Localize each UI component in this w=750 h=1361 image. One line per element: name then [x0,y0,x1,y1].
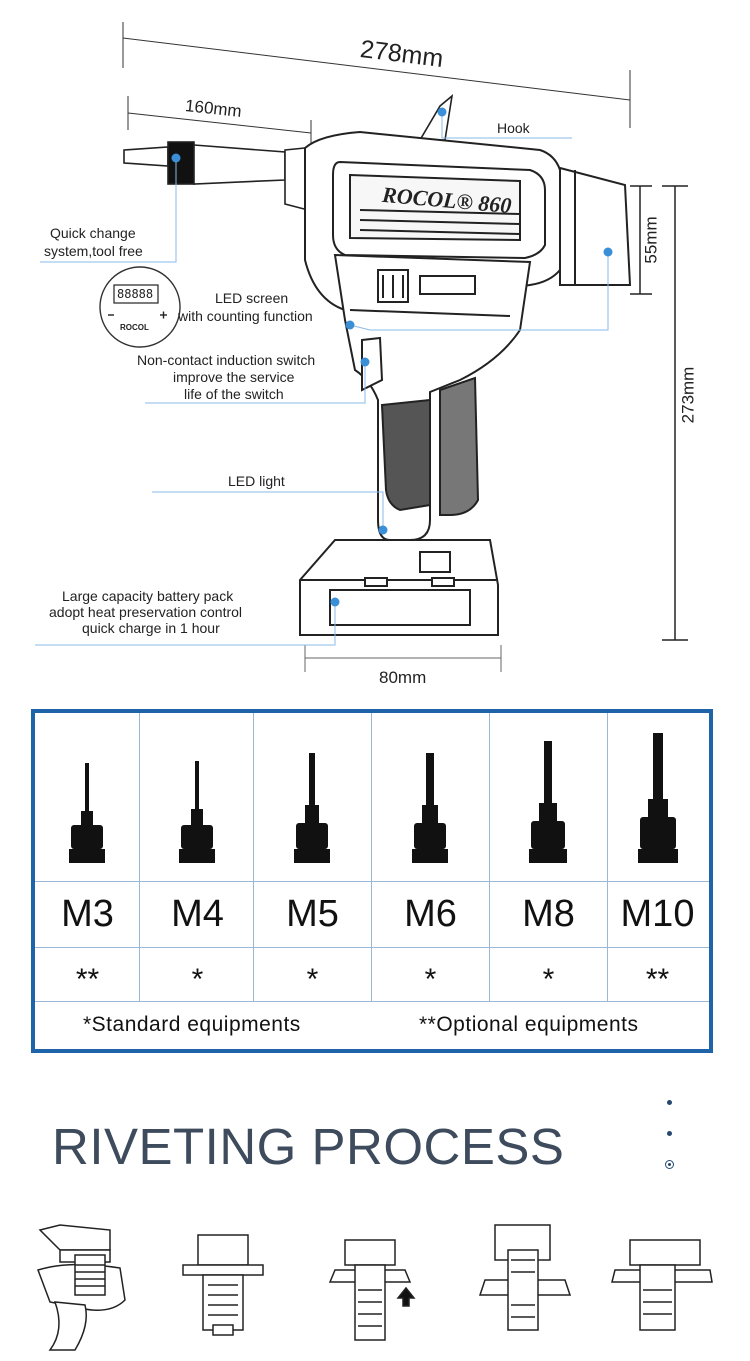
tool-grip [333,253,532,541]
col-divider [253,713,254,1001]
led-light-label: LED light [228,473,285,489]
nosepiece-images [69,733,678,863]
hook-label: Hook [497,120,530,136]
equipment-mark: * [306,963,319,996]
accessory-table: M3 M4 M5 M6 M8 M10 ** * * * * ** *Standa… [31,709,713,1053]
row-divider [35,947,709,948]
tool-diagram: ROCOL® 860 [35,22,688,672]
battery-pack [299,539,499,636]
display-brand: ROCOL [120,323,149,332]
size-label: M6 [404,893,457,935]
size-label: M5 [286,893,339,935]
callout-dots [171,107,613,607]
release-icon [611,1239,713,1331]
carousel-dot[interactable] [667,1131,672,1136]
callout-lines [35,112,609,646]
equipment-mark: * [542,963,555,996]
size-label: M8 [522,893,575,935]
size-label: M4 [171,893,224,935]
compress-nut-icon [478,1224,572,1331]
size-label: M3 [61,893,114,935]
carousel-dot-active[interactable] [665,1160,674,1169]
col-divider [607,713,608,1001]
dimension-80 [304,645,502,672]
equipment-mark: ** [645,963,670,996]
battery-label-1: Large capacity battery pack [62,588,234,604]
row-divider [35,1001,709,1002]
led-screen-label-1: LED screen [215,290,289,306]
accessory-grid: M3 M4 M5 M6 M8 M10 ** * * * * ** *Standa… [35,713,709,1049]
equipment-mark: * [191,963,204,996]
nosepiece-m4-icon [179,761,215,863]
display-digits: 88888 [117,287,154,301]
led-screen-label-2: with counting function [178,308,313,324]
dimension-273 [662,185,688,641]
section-title: RIVETING PROCESS [52,1118,565,1175]
carousel-dot[interactable] [667,1100,672,1105]
battery-label-3: quick charge in 1 hour [82,620,220,636]
dimension-278 [122,22,631,128]
counter-display-icon [99,266,181,348]
tool-nose [123,141,309,212]
legend-optional: **Optional equipments [419,1013,639,1036]
col-divider [139,713,140,1001]
dimension-55 [630,185,652,295]
dimension-273-label: 273mm [678,366,698,424]
nosepiece-m8-icon [529,741,567,863]
size-label: M10 [620,893,695,935]
battery-label-2: adopt heat preservation control [49,604,243,620]
switch-label-3: life of the switch [184,386,284,402]
pull-up-icon [328,1239,416,1341]
nosepiece-m6-icon [412,753,448,863]
dimension-55-label: 55mm [641,216,661,264]
legend-standard: *Standard equipments [83,1013,301,1036]
insert-nut-icon [182,1234,264,1336]
thread-nut-icon [37,1224,126,1351]
process-steps [37,1224,713,1351]
row-divider [35,881,709,882]
switch-label-2: improve the service [173,369,295,385]
col-divider [371,713,372,1001]
col-divider [489,713,490,1001]
quick-change-label-2: system,tool free [44,243,143,259]
nosepiece-m5-icon [294,753,330,863]
nosepiece-m10-icon [638,733,678,863]
equipment-mark: ** [75,963,100,996]
dimension-80-label: 80mm [379,668,427,687]
quick-change-label-1: Quick change [50,225,136,241]
equipment-mark: * [424,963,437,996]
hook-icon [418,94,454,141]
nosepiece-m3-icon [69,763,105,863]
switch-label-1: Non-contact induction switch [137,352,316,368]
